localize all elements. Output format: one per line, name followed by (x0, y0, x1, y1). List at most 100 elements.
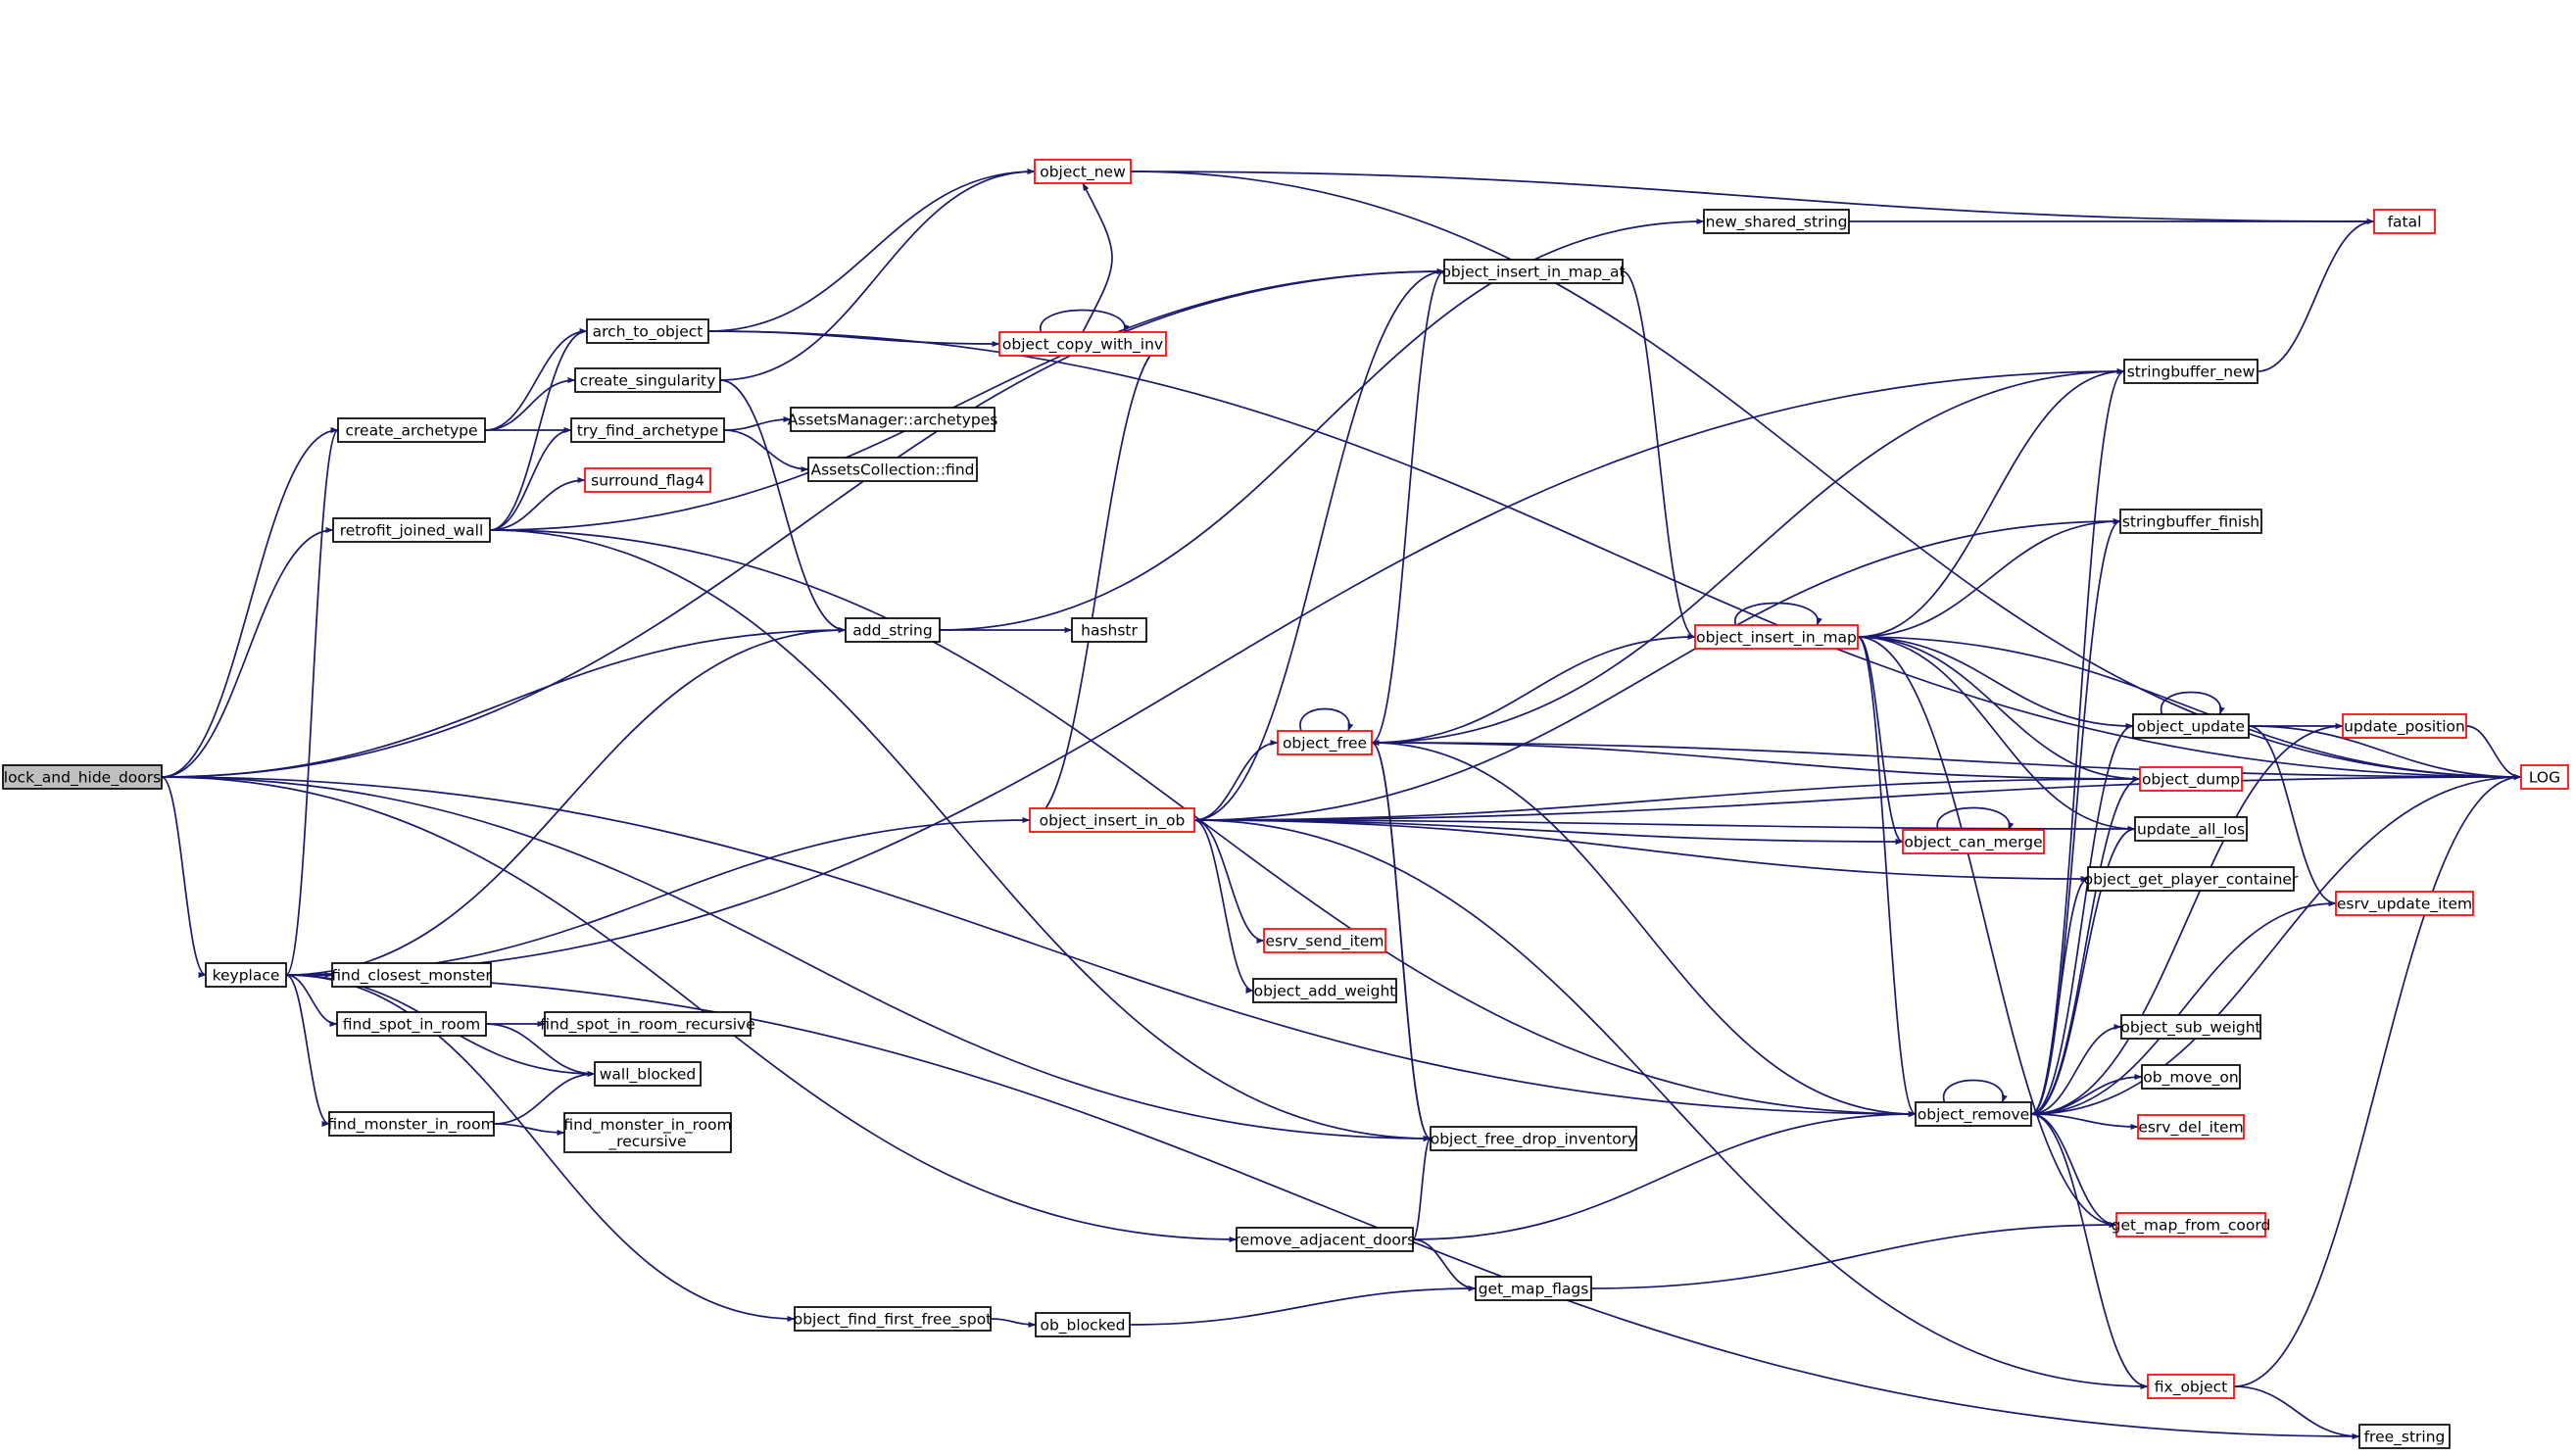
node-object_remove[interactable]: object_remove (1915, 1101, 2032, 1127)
node-box[interactable] (2137, 1114, 2245, 1140)
node-stringbuffer_new[interactable]: stringbuffer_new (2123, 359, 2258, 384)
node-esrv_del_item[interactable]: esrv_del_item (2137, 1114, 2245, 1140)
node-box[interactable] (332, 517, 491, 543)
node-keyplace[interactable]: keyplace (205, 962, 287, 988)
node-box[interactable] (807, 457, 978, 482)
node-object_find_first_free_spot[interactable]: object_find_first_free_spot (794, 1306, 993, 1332)
node-stringbuffer_finish[interactable]: stringbuffer_finish (2119, 509, 2262, 534)
node-box[interactable] (544, 1011, 752, 1037)
node-box[interactable] (205, 962, 287, 988)
node-box[interactable] (2132, 713, 2250, 739)
node-box[interactable] (2335, 891, 2474, 916)
node-LOG[interactable]: LOG (2520, 764, 2569, 790)
node-find_monster_in_room_recursive[interactable]: find_monster_in_room_recursive (563, 1112, 732, 1153)
node-object_sub_weight[interactable]: object_sub_weight (2120, 1014, 2261, 1040)
node-box[interactable] (2342, 713, 2467, 739)
node-box[interactable] (1443, 259, 1624, 284)
node-fix_object[interactable]: fix_object (2147, 1374, 2235, 1399)
node-update_all_los[interactable]: update_all_los (2134, 816, 2248, 842)
node-esrv_update_item[interactable]: esrv_update_item (2335, 891, 2474, 916)
node-object_dump[interactable]: object_dump (2139, 766, 2243, 792)
node-update_position[interactable]: update_position (2342, 713, 2467, 739)
node-box[interactable] (337, 417, 486, 443)
node-try_find_archetype[interactable]: try_find_archetype (570, 417, 725, 443)
node-get_map_from_coord[interactable]: get_map_from_coord (2112, 1212, 2271, 1238)
node-box[interactable] (2120, 1014, 2261, 1040)
node-find_spot_in_room_recursive[interactable]: find_spot_in_room_recursive (540, 1011, 755, 1037)
node-surround_flag4[interactable]: surround_flag4 (584, 467, 711, 493)
node-object_insert_in_ob[interactable]: object_insert_in_ob (1029, 807, 1195, 833)
node-ob_move_on[interactable]: ob_move_on (2141, 1064, 2241, 1090)
node-box[interactable] (794, 1306, 992, 1332)
node-AssetsCollection_find[interactable]: AssetsCollection::find (807, 457, 978, 482)
node-box[interactable] (2115, 1212, 2266, 1238)
node-box[interactable] (1277, 730, 1373, 755)
node-box[interactable] (336, 1011, 487, 1037)
node-box[interactable] (1071, 617, 1147, 643)
node-box[interactable] (1475, 1276, 1592, 1301)
node-box[interactable] (563, 1112, 732, 1153)
node-box[interactable] (1915, 1101, 2032, 1127)
node-wall_blocked[interactable]: wall_blocked (594, 1061, 702, 1087)
node-create_archetype[interactable]: create_archetype (337, 417, 486, 443)
node-create_singularity[interactable]: create_singularity (574, 367, 721, 393)
node-ob_blocked[interactable]: ob_blocked (1035, 1312, 1131, 1337)
node-box[interactable] (2134, 816, 2248, 842)
node-box[interactable] (570, 417, 725, 443)
node-esrv_send_item[interactable]: esrv_send_item (1263, 928, 1386, 953)
node-remove_adjacent_doors[interactable]: remove_adjacent_doors (1235, 1227, 1416, 1252)
node-add_string[interactable]: add_string (845, 617, 941, 643)
node-hashstr[interactable]: hashstr (1071, 617, 1147, 643)
node-box[interactable] (1029, 807, 1195, 833)
node-box[interactable] (2087, 866, 2295, 892)
node-box[interactable] (1263, 928, 1386, 953)
node-box[interactable] (1034, 159, 1132, 184)
node-box[interactable] (998, 331, 1167, 357)
node-box[interactable] (2119, 509, 2262, 534)
node-box[interactable] (1703, 209, 1850, 234)
node-object_copy_with_inv[interactable]: object_copy_with_inv (998, 331, 1167, 357)
node-object_insert_in_map[interactable]: object_insert_in_map (1694, 624, 1859, 650)
node-box[interactable] (2358, 1424, 2451, 1449)
node-box[interactable] (328, 1111, 495, 1137)
node-box[interactable] (2373, 209, 2436, 234)
node-object_new[interactable]: object_new (1034, 159, 1132, 184)
node-box[interactable] (845, 617, 941, 643)
node-new_shared_string[interactable]: new_shared_string (1703, 209, 1850, 234)
node-box[interactable] (1252, 978, 1397, 1003)
node-box[interactable] (1694, 624, 1859, 650)
node-box[interactable] (2141, 1064, 2241, 1090)
node-box[interactable] (2123, 359, 2258, 384)
node-box[interactable] (2139, 766, 2243, 792)
node-box[interactable] (574, 367, 721, 393)
node-fatal[interactable]: fatal (2373, 209, 2436, 234)
node-object_update[interactable]: object_update (2132, 713, 2250, 739)
node-find_monster_in_room[interactable]: find_monster_in_room (327, 1111, 496, 1137)
node-box[interactable] (790, 407, 996, 432)
node-object_get_player_container[interactable]: object_get_player_container (2084, 866, 2299, 892)
node-box[interactable] (1902, 829, 2045, 854)
node-box[interactable] (586, 318, 709, 344)
node-retrofit_joined_wall[interactable]: retrofit_joined_wall (332, 517, 491, 543)
node-object_can_merge[interactable]: object_can_merge (1902, 829, 2045, 854)
node-box[interactable] (584, 467, 711, 493)
node-box[interactable] (1236, 1227, 1414, 1252)
node-object_add_weight[interactable]: object_add_weight (1252, 978, 1397, 1003)
node-box[interactable] (2520, 764, 2569, 790)
node-box[interactable] (1430, 1126, 1637, 1151)
node-arch_to_object[interactable]: arch_to_object (586, 318, 709, 344)
node-object_free[interactable]: object_free (1277, 730, 1373, 755)
node-box[interactable] (2, 764, 163, 790)
node-free_string[interactable]: free_string (2358, 1424, 2451, 1449)
node-box[interactable] (1035, 1312, 1131, 1337)
node-object_free_drop_inventory[interactable]: object_free_drop_inventory (1430, 1126, 1637, 1151)
node-AssetsManager_archetypes[interactable]: AssetsManager::archetypes (788, 407, 998, 432)
node-lock_and_hide_doors[interactable]: lock_and_hide_doors (2, 764, 163, 790)
node-get_map_flags[interactable]: get_map_flags (1475, 1276, 1592, 1301)
node-object_insert_in_map_at[interactable]: object_insert_in_map_at (1441, 259, 1626, 284)
node-find_closest_monster[interactable]: find_closest_monster (331, 962, 492, 988)
node-box[interactable] (331, 962, 492, 988)
node-find_spot_in_room[interactable]: find_spot_in_room (336, 1011, 487, 1037)
node-box[interactable] (594, 1061, 702, 1087)
node-box[interactable] (2147, 1374, 2235, 1399)
